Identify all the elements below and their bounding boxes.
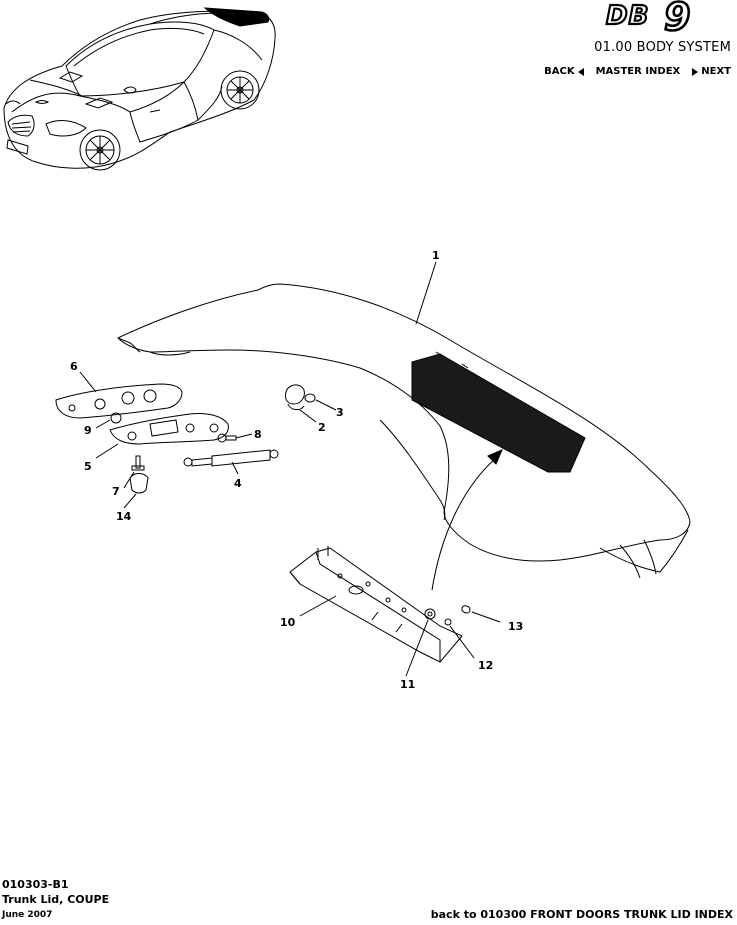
- part-buffer-14: [129, 473, 149, 494]
- back-label: BACK: [544, 66, 575, 77]
- callout-4: 4: [234, 477, 242, 490]
- db9-logo: DB 9: [605, 0, 692, 36]
- part-hinge-bracket: [55, 383, 183, 419]
- callout-6: 6: [70, 360, 78, 373]
- part-shaded-trim-panel: [411, 351, 586, 473]
- callout-2: 2: [318, 421, 326, 434]
- callout-10: 10: [280, 616, 296, 629]
- part-nut-9: [110, 412, 122, 424]
- part-reinforcement-plate: [289, 546, 463, 663]
- callout-1: 1: [432, 249, 440, 262]
- part-trunk-lid-panel: [117, 283, 691, 579]
- back-to-index-link[interactable]: back to 010300 FRONT DOORS TRUNK LID IND…: [430, 908, 733, 921]
- back-arrow-icon: [577, 67, 584, 76]
- callout-11: 11: [400, 678, 415, 691]
- part-gas-strut: [183, 449, 279, 467]
- back-link[interactable]: BACK: [544, 66, 584, 77]
- master-index-link[interactable]: MASTER INDEX: [595, 66, 681, 77]
- callout-8: 8: [254, 428, 262, 441]
- callout-12: 12: [478, 659, 493, 672]
- assembly-arrow: [431, 449, 503, 591]
- car-illustration: [3, 7, 276, 171]
- callout-3: 3: [336, 406, 344, 419]
- callout-9: 9: [84, 424, 92, 437]
- logo-db-text: DB: [606, 1, 649, 31]
- navigation-bar: BACK MASTER INDEX NEXT: [544, 66, 731, 77]
- callout-5: 5: [84, 460, 92, 473]
- next-link[interactable]: NEXT: [692, 66, 731, 77]
- part-bolt-8: [217, 433, 237, 443]
- part-bolt-7: [131, 455, 145, 471]
- part-hinge: [109, 413, 229, 445]
- callout-13: 13: [508, 620, 523, 633]
- trunk-lid-exploded-diagram: 1 2 3 4 5 6 7 8 9 10 11 12 13 14: [55, 249, 691, 691]
- footer-date: June 2007: [2, 910, 53, 920]
- svg-text:9: 9: [664, 0, 690, 36]
- system-title: 01.00 BODY SYSTEM: [594, 40, 731, 55]
- part-screw-12: [444, 618, 452, 626]
- callout-14: 14: [116, 510, 132, 523]
- part-grommet-2: [285, 384, 305, 411]
- part-nut-11: [424, 608, 436, 620]
- callout-7: 7: [112, 485, 120, 498]
- part-plug-13: [461, 605, 471, 614]
- footer-code: 010303-B1: [2, 878, 69, 891]
- next-arrow-icon: [692, 67, 699, 76]
- part-clip-3: [304, 393, 316, 403]
- next-label: NEXT: [701, 66, 731, 77]
- footer-title: Trunk Lid, COUPE: [2, 893, 110, 906]
